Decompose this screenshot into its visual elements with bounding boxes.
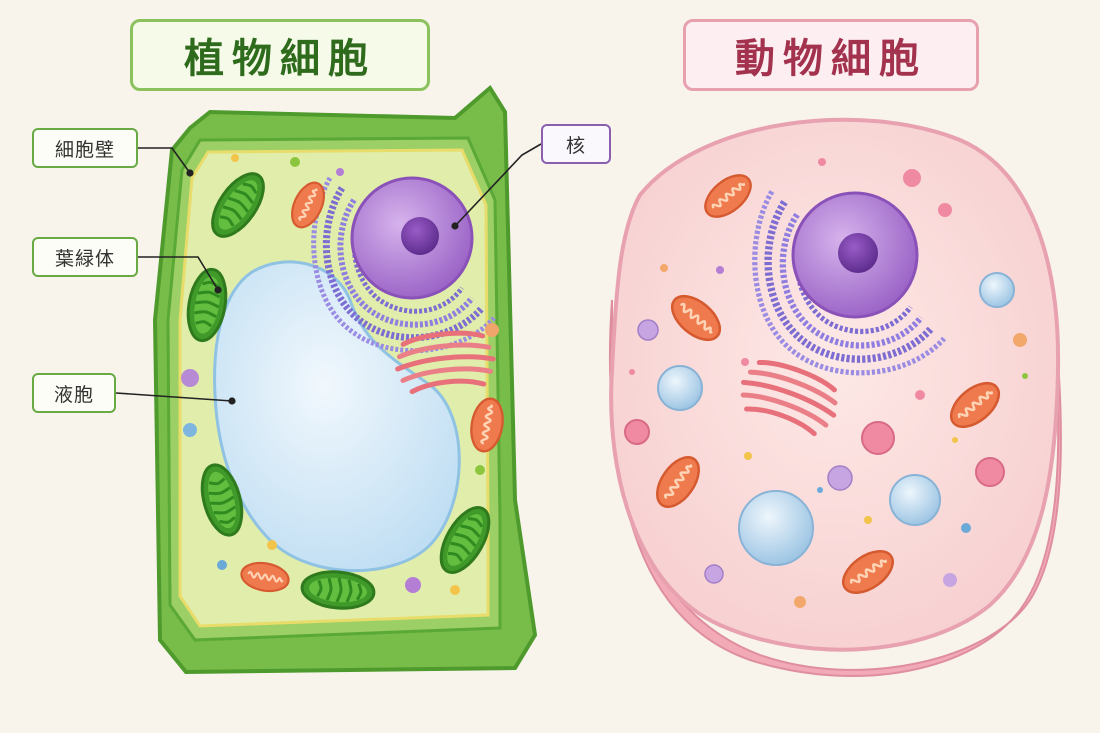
plant-cell-title: 植物細胞	[130, 19, 430, 91]
animal-cell	[609, 117, 1062, 677]
label-chloroplast: 葉緑体	[32, 237, 138, 277]
plant-cell	[152, 84, 538, 675]
leader-lines	[115, 143, 542, 405]
vacuole	[213, 260, 461, 573]
plant-nucleolus	[401, 217, 439, 255]
animal-nucleolus	[838, 233, 878, 273]
label-cell-wall: 細胞壁	[32, 128, 138, 168]
label-vacuole: 液胞	[32, 373, 116, 413]
leader-nucleus	[454, 143, 542, 227]
label-nucleus: 核	[541, 124, 611, 164]
leader-chloroplast	[138, 256, 219, 291]
animal-cell-membrane	[609, 117, 1061, 652]
leader-cell-wall	[138, 147, 191, 174]
animal-cell-title: 動物細胞	[683, 19, 979, 91]
leader-vacuole	[115, 392, 233, 402]
